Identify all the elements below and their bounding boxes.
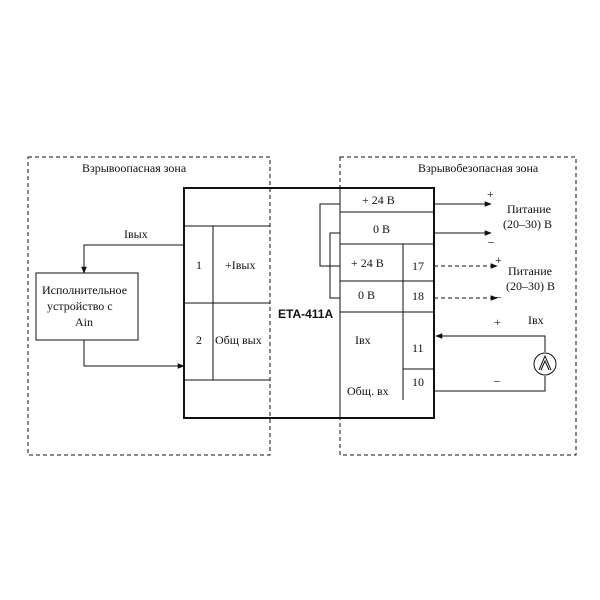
input-minus: – bbox=[493, 373, 501, 387]
output-wiring: Iвых bbox=[81, 227, 185, 369]
power-1-minus: – bbox=[487, 234, 495, 248]
terminal-11-label: Iвх bbox=[355, 333, 371, 347]
power-2-minus: – bbox=[494, 289, 502, 303]
terminal-17-number: 17 bbox=[412, 259, 424, 273]
terminal-2-label: Общ вых bbox=[215, 333, 262, 347]
terminal-11-number: 11 bbox=[412, 341, 424, 355]
right-terminal-block: + 24 В 0 В + 24 В 17 0 В 18 Iвх 11 Общ. … bbox=[339, 188, 434, 418]
input-current-source: Iвх + – bbox=[434, 313, 557, 392]
terminal-1-label: +Iвых bbox=[225, 258, 256, 272]
terminal-24v-label: + 24 В bbox=[362, 193, 395, 207]
power-supply-2: + – Питание (20–30) В bbox=[434, 253, 555, 303]
terminal-18-label: 0 В bbox=[358, 288, 375, 302]
terminal-1-number: 1 bbox=[196, 258, 202, 272]
power-supply-1: + – Питание (20–30) В bbox=[434, 187, 552, 248]
terminal-2-number: 2 bbox=[196, 333, 202, 347]
terminal-0v-label: 0 В bbox=[373, 222, 390, 236]
input-current-label: Iвх bbox=[528, 313, 544, 327]
input-plus: + bbox=[494, 315, 501, 329]
actuator-line3: Ain bbox=[75, 315, 93, 329]
hazardous-zone: Взрывоопасная зона bbox=[27, 156, 271, 456]
actuator-device: Исполнительное устройство с Ain bbox=[35, 272, 139, 341]
power-2-plus: + bbox=[495, 253, 502, 267]
terminal-18-number: 18 bbox=[412, 289, 424, 303]
output-current-label: Iвых bbox=[124, 227, 148, 241]
terminal-10-number: 10 bbox=[412, 375, 424, 389]
actuator-line2: устройство с bbox=[47, 299, 113, 313]
left-terminal-block: 1 +Iвых 2 Общ вых bbox=[184, 225, 270, 381]
safe-zone-label: Взрывобезопасная зона bbox=[418, 161, 539, 175]
power-1-plus: + bbox=[487, 187, 494, 201]
hazardous-zone-label: Взрывоопасная зона bbox=[82, 161, 187, 175]
jumper-wires bbox=[319, 203, 340, 299]
power-1-line2: (20–30) В bbox=[503, 217, 552, 231]
terminal-10-label: Общ. вх bbox=[347, 384, 389, 398]
power-2-line2: (20–30) В bbox=[506, 279, 555, 293]
device-name: ETA-411A bbox=[278, 307, 333, 321]
power-1-line1: Питание bbox=[507, 202, 551, 216]
power-2-line1: Питание bbox=[508, 264, 552, 278]
actuator-line1: Исполнительное bbox=[42, 283, 127, 297]
terminal-17-label: + 24 В bbox=[351, 256, 384, 270]
